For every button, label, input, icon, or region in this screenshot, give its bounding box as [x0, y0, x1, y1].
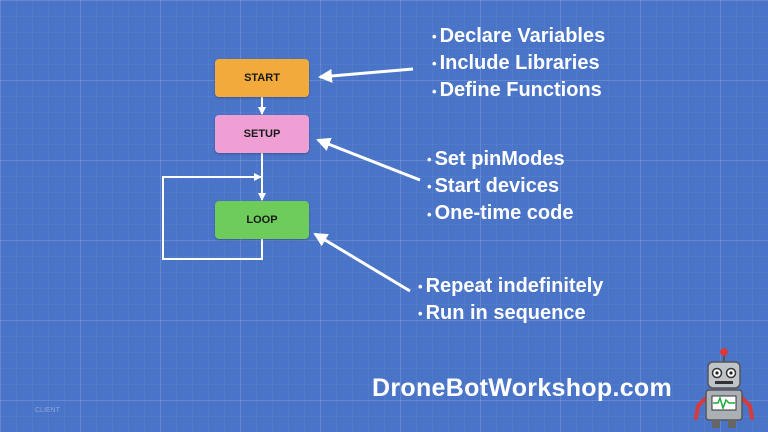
pointer-arrow-loop — [313, 232, 411, 293]
loop-notes-list: Repeat indefinitely Run in sequence — [418, 273, 604, 327]
setup-block: SETUP — [215, 115, 309, 153]
note-start-devices: Start devices — [427, 173, 573, 200]
note-one-time-code: One-time code — [427, 200, 574, 227]
start-block: START — [215, 59, 309, 97]
loop-back-path — [162, 173, 263, 260]
corner-label: CLIENT — [35, 407, 60, 414]
note-set-pinmodes: Set pinModes — [427, 146, 573, 173]
setup-notes-list: Set pinModes Start devices One-time code — [427, 146, 574, 228]
note-define-functions: Define Functions — [432, 77, 605, 104]
pointer-arrow-start — [318, 67, 414, 83]
note-declare-variables: Declare Variables — [432, 23, 606, 50]
loop-block: LOOP — [215, 201, 309, 239]
note-include-libraries: Include Libraries — [432, 50, 605, 77]
pointer-arrow-setup — [316, 137, 421, 182]
site-branding: DroneBotWorkshop.com — [372, 374, 672, 402]
note-repeat-indefinitely: Repeat indefinitely — [418, 273, 604, 300]
robot-mascot-icon — [694, 348, 754, 428]
start-notes-list: Declare Variables Include Libraries Defi… — [432, 23, 606, 105]
note-run-in-sequence: Run in sequence — [418, 300, 603, 327]
